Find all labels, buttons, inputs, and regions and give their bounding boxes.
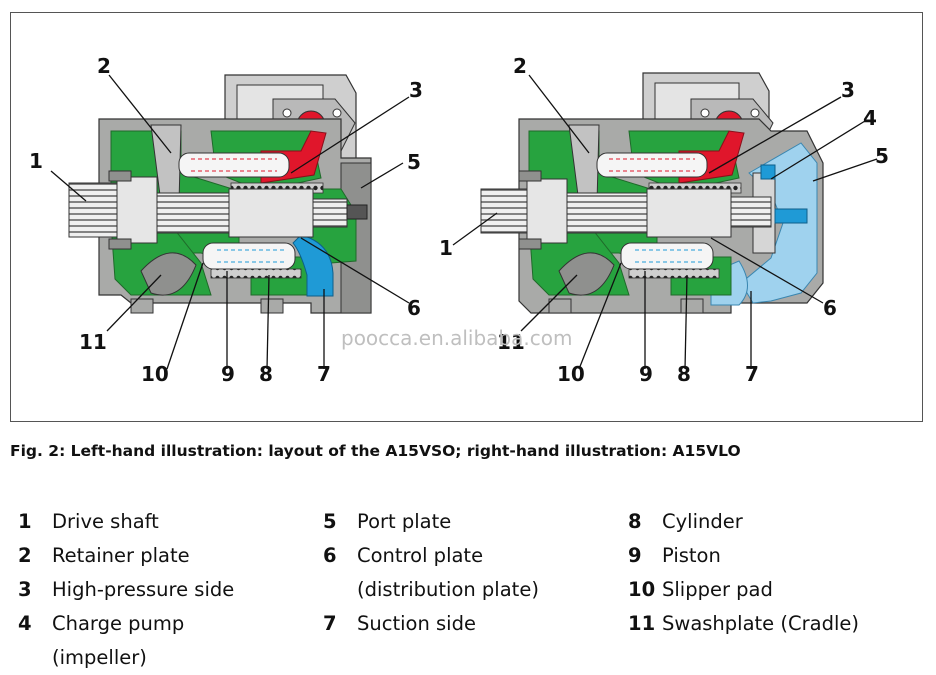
left-callout-9: 9 (221, 362, 235, 386)
watermark: poocca.en.alibaba.com (341, 326, 572, 350)
left-callout-6: 6 (407, 296, 421, 320)
legend-item: 4 Charge pump (18, 607, 234, 641)
right-callout-3: 3 (841, 78, 855, 102)
legend-item: 7 Suction side (323, 607, 539, 641)
legend-number: 7 (323, 612, 337, 635)
legend-item: 11 Swashplate (Cradle) (628, 607, 859, 641)
legend-number: 8 (628, 510, 642, 533)
right-callout-2: 2 (513, 54, 527, 78)
legend-label-continuation: (distribution plate) (357, 578, 539, 601)
legend-label: Slipper pad (662, 578, 773, 601)
legend-number: 11 (628, 612, 656, 635)
legend-number: 10 (628, 578, 656, 601)
left-callout-8: 8 (259, 362, 273, 386)
legend-item-continuation: (impeller) (18, 641, 234, 675)
legend-label: Control plate (357, 544, 484, 567)
legend-number: 6 (323, 544, 337, 567)
legend-column-3: 8 Cylinder 9 Piston 10 Slipper pad 11 Swashp… (628, 505, 859, 641)
right-callout-4: 4 (863, 106, 877, 130)
right-callout-8: 8 (677, 362, 691, 386)
legend-number: 1 (18, 510, 32, 533)
legend-number: 9 (628, 544, 642, 567)
legend-item: 1 Drive shaft (18, 505, 234, 539)
legend-item: 5 Port plate (323, 505, 539, 539)
right-callouts: 1 2 3 4 5 6 7 8 9 10 11 (439, 54, 889, 386)
left-callout-10: 10 (141, 362, 169, 386)
right-callout-9: 9 (639, 362, 653, 386)
legend-label-continuation: (impeller) (52, 646, 147, 669)
left-pump-illustration (68, 74, 372, 314)
legend-item-continuation: (distribution plate) (323, 573, 539, 607)
figure-frame: 1 2 3 5 6 7 8 9 10 11 1 2 3 4 5 6 7 8 9 … (10, 12, 923, 422)
left-callout-2: 2 (97, 54, 111, 78)
legend-column-1: 1 Drive shaft 2 Retainer plate 3 High-press… (18, 505, 234, 675)
figure-caption: Fig. 2: Left-hand illustration: layout o… (10, 442, 741, 460)
legend-number: 3 (18, 578, 32, 601)
legend-item: 6 Control plate (323, 539, 539, 573)
left-callout-11: 11 (79, 330, 107, 354)
right-callout-10: 10 (557, 362, 585, 386)
legend-label: Drive shaft (52, 510, 159, 533)
legend-item: 2 Retainer plate (18, 539, 234, 573)
right-callout-7: 7 (745, 362, 759, 386)
left-callout-3: 3 (409, 78, 423, 102)
legend-item: 10 Slipper pad (628, 573, 859, 607)
right-callout-1: 1 (439, 236, 453, 260)
legend-label: Retainer plate (52, 544, 190, 567)
right-pump-illustration (480, 72, 824, 314)
legend-label: Suction side (357, 612, 476, 635)
legend-number: 5 (323, 510, 337, 533)
legend-label: Port plate (357, 510, 452, 533)
legend-label: Cylinder (662, 510, 743, 533)
left-callout-1: 1 (29, 149, 43, 173)
legend-label: Swashplate (Cradle) (662, 612, 859, 635)
legend-item: 3 High-pressure side (18, 573, 234, 607)
legend-number: 4 (18, 612, 32, 635)
legend-label: Piston (662, 544, 721, 567)
left-callout-7: 7 (317, 362, 331, 386)
legend-number: 2 (18, 544, 32, 567)
right-callout-5: 5 (875, 144, 889, 168)
pump-cross-sections: 1 2 3 5 6 7 8 9 10 11 1 2 3 4 5 6 7 8 9 … (29, 54, 889, 386)
leader-lines (50, 74, 878, 370)
left-callout-5: 5 (407, 150, 421, 174)
left-callouts: 1 2 3 5 6 7 8 9 10 11 (29, 54, 423, 386)
legend-label: Charge pump (52, 612, 185, 635)
right-callout-11: 11 (497, 330, 525, 354)
legend-label: High-pressure side (52, 578, 235, 601)
legend-column-2: 5 Port plate 6 Control plate (distribution… (323, 505, 539, 641)
legend-item: 9 Piston (628, 539, 859, 573)
right-callout-6: 6 (823, 296, 837, 320)
legend-item: 8 Cylinder (628, 505, 859, 539)
